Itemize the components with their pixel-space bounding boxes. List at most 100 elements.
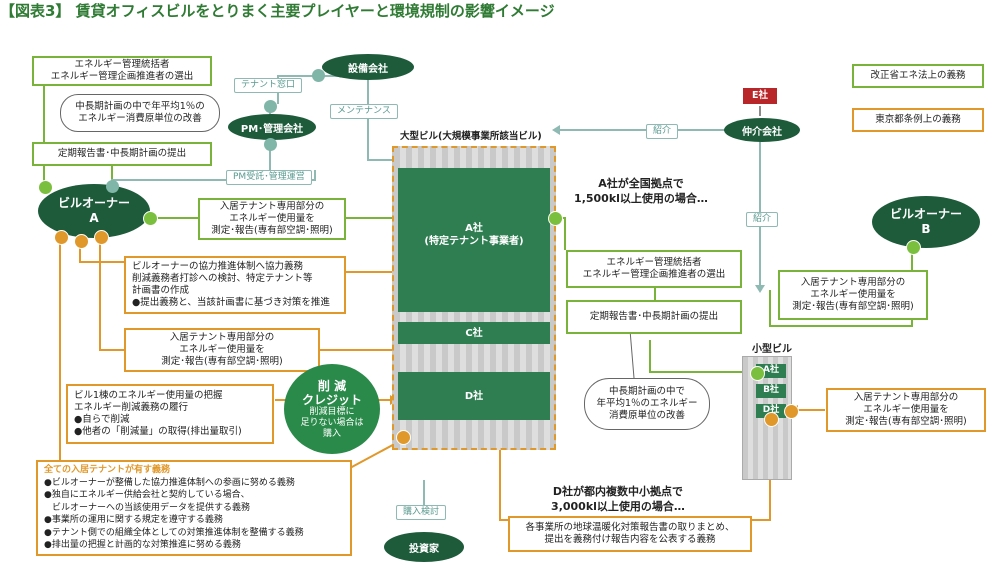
floor-c-label: C社 bbox=[465, 328, 483, 339]
pm-company-label: PM･管理会社 bbox=[240, 123, 304, 135]
pm-contract-pill: PM受託･管理運営 bbox=[226, 170, 312, 185]
legend-green-label: 改正省エネ法上の義務 bbox=[870, 70, 966, 81]
small-building-dot-orange-1 bbox=[784, 404, 799, 419]
building-line-2: エネルギー削減義務の履行 bbox=[74, 402, 189, 413]
all-tenants-item-1: ●ビルオーナーが整備した協力推進体制への参画に努める義務 bbox=[44, 477, 295, 488]
bubble-mid-line-1: 中長期計画の中で bbox=[608, 386, 685, 397]
owner-b-report-line-3: 測定･報告(専有部空調･照明) bbox=[792, 301, 914, 312]
floor-company-c bbox=[398, 322, 550, 344]
credit-line-1: 削 減 bbox=[317, 378, 347, 393]
report-submission-box-top: 定期報告書･中長期計画の提出 bbox=[32, 142, 212, 166]
bottom-report-box: 各事業所の地球温暖化対策報告書の取りまとめ、 提出を義務付け報告内容を公表する義… bbox=[508, 516, 752, 552]
small-floor-b-label: B社 bbox=[763, 385, 779, 395]
floor-a-line-1: A社 bbox=[465, 223, 483, 234]
legend-orange: 東京都条例上の義務 bbox=[852, 108, 984, 132]
pm-dot-top bbox=[264, 100, 277, 113]
credit-line-2: クレジット bbox=[301, 392, 362, 407]
reduction-credit: 削 減 クレジット 削減目標に 足りない場合は 購入 bbox=[284, 364, 380, 454]
building-owner-a: ビルオーナー A bbox=[38, 184, 150, 238]
building-energy-box: ビル1棟のエネルギー使用量の把握 エネルギー削減義務の履行 ●自らで削減 ●他者… bbox=[66, 384, 274, 444]
owner-b-dot bbox=[906, 240, 921, 255]
building-line-1: ビル1棟のエネルギー使用量の把握 bbox=[74, 390, 223, 401]
small-building-dot-green bbox=[750, 366, 765, 381]
building-line-3: ●自らで削減 bbox=[74, 414, 130, 425]
floor-a-label: A社 (特定テナント事業者) bbox=[398, 222, 550, 248]
owner-coop-line-2: 削減義務者打診への検討、特定テナント等 bbox=[132, 273, 313, 284]
bubble-top-line-1: 中長期計画の中で年平均1％の bbox=[75, 101, 205, 112]
d-note-line-2: 3,000kl以上使用の場合… bbox=[551, 500, 685, 513]
bubble-mid-line-2: 年平均1％のエネルギー bbox=[596, 398, 698, 409]
intro-pill-1: 紹介 bbox=[646, 124, 679, 139]
owner-b-report-line-2: エネルギー使用量を bbox=[810, 289, 896, 300]
owner-b-report-line-1: 入居テナント専用部分の bbox=[800, 277, 906, 288]
large-building-bottom-dot bbox=[396, 430, 411, 445]
investor: 投資家 bbox=[384, 532, 464, 562]
d-note-line-1: D社が都内複数中小拠点で bbox=[552, 485, 684, 498]
all-tenants-item-2: ●独自にエネルギー供給会社と契約している場合、 bbox=[44, 490, 250, 501]
owner-a-line-1: ビルオーナー bbox=[57, 196, 130, 210]
manager-selection-box-mid: エネルギー管理統括者 エネルギー管理企画推進者の選出 bbox=[566, 250, 742, 288]
owner-coop-line-4: ●提出義務と、当該計画書に基づき対策を推進 bbox=[132, 297, 330, 308]
e-company: E社 bbox=[743, 88, 777, 104]
legend-orange-label: 東京都条例上の義務 bbox=[875, 114, 961, 125]
legend-green: 改正省エネ法上の義務 bbox=[852, 64, 984, 88]
tenant-report-line-1: 入居テナント専用部分の bbox=[219, 201, 325, 212]
a-note-line-2: 1,500kl以上使用の場合… bbox=[574, 192, 708, 205]
building-line-4: ●他者の「削減量」の取得(排出量取引) bbox=[74, 426, 242, 437]
building-owner-b: ビルオーナー B bbox=[872, 196, 980, 248]
floor-a-line-2: (特定テナント事業者) bbox=[424, 236, 524, 247]
bottom-report-line-2: 提出を義務付け報告内容を公表する義務 bbox=[544, 534, 716, 545]
tenant-usage-report-box-orange: 入居テナント専用部分の エネルギー使用量を 測定･報告(専有部空調･照明) bbox=[124, 328, 320, 372]
report-submission-box-mid: 定期報告書･中長期計画の提出 bbox=[566, 300, 742, 334]
all-tenants-item-3: ビルオーナーへの当該使用データを提供する義務 bbox=[52, 502, 251, 513]
manager-selection-box: エネルギー管理統括者 エネルギー管理企画推進者の選出 bbox=[32, 56, 212, 86]
equipment-company-label: 設備会社 bbox=[348, 63, 388, 75]
intro-pill-2: 紹介 bbox=[746, 212, 779, 227]
owner-a-dot-teal bbox=[106, 180, 119, 193]
bubble-top-line-2: エネルギー消費原単位の改善 bbox=[78, 113, 202, 124]
owner-a-dot-orange-2 bbox=[74, 234, 89, 249]
page-title: 【図表3】 賃貸オフィスビルをとりまく主要プレイヤーと環境規制の影響イメージ bbox=[0, 2, 555, 20]
equipment-company: 設備会社 bbox=[322, 54, 414, 80]
small-building-label: 小型ビル bbox=[752, 344, 792, 355]
tenant-report-line-2: エネルギー使用量を bbox=[229, 213, 315, 224]
broker-company-label: 仲介会社 bbox=[742, 126, 782, 138]
mid-manager-line-2: エネルギー管理企画推進者の選出 bbox=[582, 269, 726, 280]
equipment-company-dot bbox=[312, 69, 325, 82]
credit-line-3: 削減目標に bbox=[309, 406, 355, 417]
bottom-report-line-1: 各事業所の地球温暖化対策報告書の取りまとめ、 bbox=[525, 522, 735, 533]
credit-line-4: 足りない場合は bbox=[300, 417, 364, 428]
owner-a-line-2: A bbox=[89, 211, 99, 225]
owner-a-dot-orange-3 bbox=[94, 230, 109, 245]
owner-b-report-box: 入居テナント専用部分の エネルギー使用量を 測定･報告(専有部空調･照明) bbox=[778, 270, 928, 320]
manager-line-2: エネルギー管理企画推進者の選出 bbox=[50, 71, 194, 82]
owner-b-line-1: ビルオーナー bbox=[889, 207, 962, 221]
small-floor-d bbox=[756, 404, 786, 418]
large-building-label: 大型ビル(大規模事業所該当ビル) bbox=[400, 131, 542, 142]
small-report-line-2: エネルギー使用量を bbox=[863, 404, 949, 415]
owner-b-line-2: B bbox=[921, 222, 931, 236]
report-top-label: 定期報告書･中長期計画の提出 bbox=[57, 148, 187, 159]
small-building-dot-orange-2 bbox=[764, 412, 779, 427]
company-a-note: A社が全国拠点で 1,500kl以上使用の場合… bbox=[566, 176, 716, 206]
tenant-report2-line-2: エネルギー使用量を bbox=[179, 344, 265, 355]
pm-company: PM･管理会社 bbox=[228, 114, 316, 140]
improvement-bubble-mid: 中長期計画の中で 年平均1％のエネルギー 消費原単位の改善 bbox=[584, 378, 710, 430]
small-floor-d-label: D社 bbox=[762, 405, 780, 415]
small-building-report-box: 入居テナント専用部分の エネルギー使用量を 測定･報告(専有部空調･照明) bbox=[826, 388, 986, 432]
maintenance-pill: メンテナンス bbox=[330, 104, 398, 119]
tenant-usage-report-box-green: 入居テナント専用部分の エネルギー使用量を 測定･報告(専有部空調･照明) bbox=[198, 198, 346, 240]
floor-d-label: D社 bbox=[464, 391, 484, 402]
small-report-line-3: 測定･報告(専有部空調･照明) bbox=[845, 416, 967, 427]
small-report-line-1: 入居テナント専用部分の bbox=[853, 392, 959, 403]
a-note-line-1: A社が全国拠点で bbox=[598, 177, 684, 190]
all-tenants-item-6: ●排出量の把握と計画的な対策推進に努める義務 bbox=[44, 540, 241, 551]
tenant-report2-line-3: 測定･報告(専有部空調･照明) bbox=[161, 356, 283, 367]
mid-report-label: 定期報告書･中長期計画の提出 bbox=[589, 311, 719, 322]
all-tenants-obligations-box: 全ての入居テナントが有す義務 ●ビルオーナーが整備した協力推進体制への参画に努め… bbox=[36, 460, 352, 556]
credit-line-5: 購入 bbox=[322, 428, 341, 439]
tenant-report2-line-1: 入居テナント専用部分の bbox=[169, 332, 275, 343]
mid-manager-line-1: エネルギー管理統括者 bbox=[606, 257, 702, 268]
investor-label: 投資家 bbox=[409, 543, 439, 555]
large-building-dot bbox=[548, 211, 563, 226]
